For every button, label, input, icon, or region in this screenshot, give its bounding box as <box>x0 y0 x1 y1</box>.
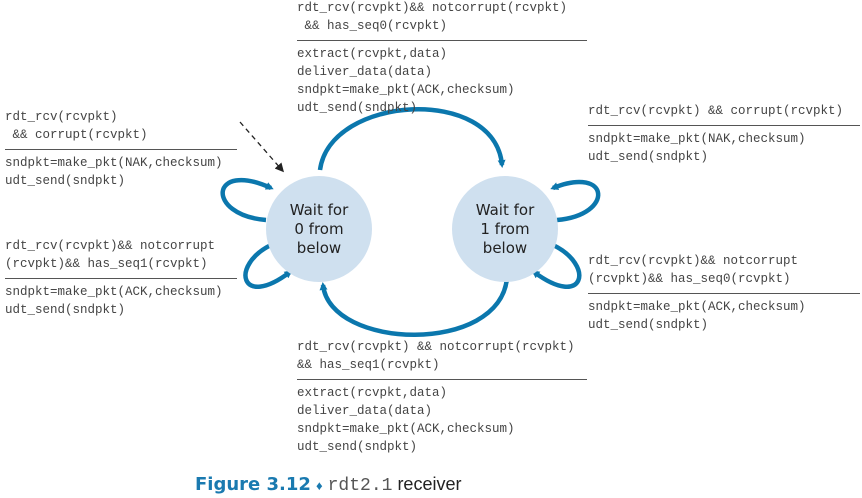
arrow-left-self-bottom <box>243 242 293 289</box>
action-line: deliver_data(data) <box>297 65 433 79</box>
event-line: rdt_rcv(rcvpkt)&& notcorrupt(rcvpkt) <box>297 1 568 15</box>
action-line: sndpkt=make_pkt(ACK,checksum) <box>5 285 223 299</box>
divider <box>5 149 237 150</box>
initial-state-arrow <box>239 121 284 173</box>
event-line: (rcvpkt)&& has_seq0(rcvpkt) <box>588 272 791 286</box>
event-line: && corrupt(rcvpkt) <box>5 128 148 142</box>
divider <box>588 293 860 294</box>
action-line: sndpkt=make_pkt(ACK,checksum) <box>297 83 515 97</box>
action-line: udt_send(sndpkt) <box>5 303 126 317</box>
action-line: extract(rcvpkt,data) <box>297 386 448 400</box>
arrow-bottom <box>319 277 510 337</box>
state-wait-for-0: Wait for 0 from below <box>266 176 372 282</box>
arrow-right-self-top <box>550 179 601 223</box>
transition-label-left-top: rdt_rcv(rcvpkt) && corrupt(rcvpkt) sndpkt… <box>5 108 237 190</box>
figure-caption: Figure 3.12 ♦ rdt2.1 receiver <box>195 474 461 496</box>
event-line: rdt_rcv(rcvpkt)&& notcorrupt <box>588 254 799 268</box>
action-line: udt_send(sndpkt) <box>297 440 418 454</box>
arrow-left-self-top <box>220 177 274 223</box>
action-line: sndpkt=make_pkt(ACK,checksum) <box>297 422 515 436</box>
state-wait-for-1: Wait for 1 from below <box>452 176 558 282</box>
event-line: && has_seq0(rcvpkt) <box>297 19 448 33</box>
event-line: (rcvpkt)&& has_seq1(rcvpkt) <box>5 257 208 271</box>
transition-label-top: rdt_rcv(rcvpkt)&& notcorrupt(rcvpkt) && … <box>297 0 587 117</box>
arrow-top <box>317 107 506 171</box>
action-line: sndpkt=make_pkt(ACK,checksum) <box>588 300 806 314</box>
caption-text: receiver <box>397 474 462 494</box>
divider <box>588 125 860 126</box>
action-line: udt_send(sndpkt) <box>588 150 709 164</box>
action-line: udt_send(sndpkt) <box>588 318 709 332</box>
action-line: sndpkt=make_pkt(NAK,checksum) <box>5 156 223 170</box>
action-line: udt_send(sndpkt) <box>297 101 418 115</box>
action-line: udt_send(sndpkt) <box>5 174 126 188</box>
divider <box>5 278 237 279</box>
divider <box>297 40 587 41</box>
transition-label-bottom: rdt_rcv(rcvpkt) && notcorrupt(rcvpkt) && … <box>297 338 587 456</box>
figure-number: Figure 3.12 <box>195 474 311 495</box>
protocol-name: rdt2.1 <box>327 476 393 496</box>
action-line: deliver_data(data) <box>297 404 433 418</box>
arrow-right-self-bottom <box>531 242 582 289</box>
event-line: && has_seq1(rcvpkt) <box>297 358 440 372</box>
transition-label-left-bottom: rdt_rcv(rcvpkt)&& notcorrupt (rcvpkt)&& h… <box>5 237 237 319</box>
action-line: sndpkt=make_pkt(NAK,checksum) <box>588 132 806 146</box>
action-line: extract(rcvpkt,data) <box>297 47 448 61</box>
diamond-icon: ♦ <box>315 478 323 493</box>
event-line: rdt_rcv(rcvpkt) && corrupt(rcvpkt) <box>588 104 844 118</box>
divider <box>297 379 587 380</box>
transition-label-right-top: rdt_rcv(rcvpkt) && corrupt(rcvpkt) sndpkt… <box>588 102 860 166</box>
transition-label-right-bottom: rdt_rcv(rcvpkt)&& notcorrupt (rcvpkt)&& h… <box>588 252 860 334</box>
event-line: rdt_rcv(rcvpkt) && notcorrupt(rcvpkt) <box>297 340 575 354</box>
event-line: rdt_rcv(rcvpkt) <box>5 110 118 124</box>
event-line: rdt_rcv(rcvpkt)&& notcorrupt <box>5 239 216 253</box>
